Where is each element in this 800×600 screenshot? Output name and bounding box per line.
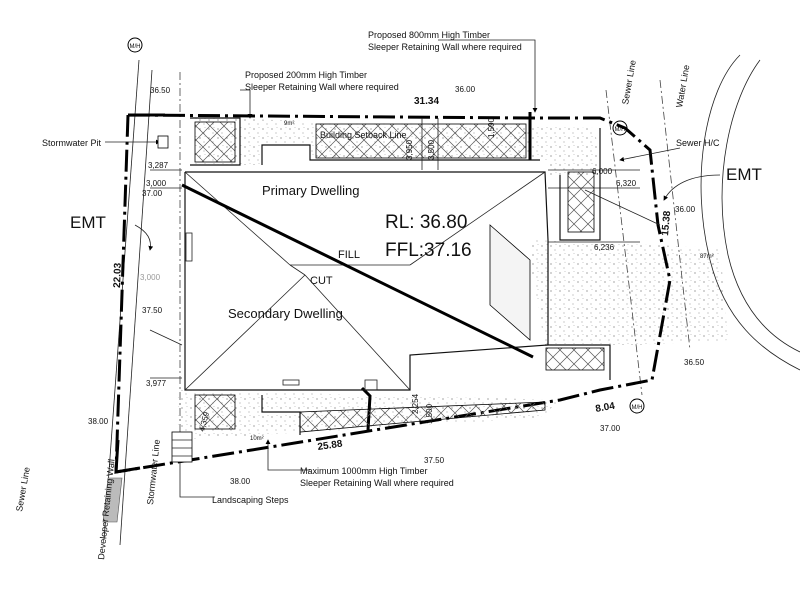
stormwater-pit-icon xyxy=(157,135,169,149)
dim-right: 15.38 xyxy=(660,210,673,236)
dim-1500-bottom: 1,500 xyxy=(425,403,434,424)
svg-text:M/H: M/H xyxy=(615,127,626,133)
label-wall-200-b: Sleeper Retaining Wall where required xyxy=(245,82,399,92)
level-3800-left: 38.00 xyxy=(88,417,109,426)
label-landscaping-steps: Landscaping Steps xyxy=(212,495,289,505)
area-10: 10m² xyxy=(250,436,264,442)
label-sewer-line-left: Sewer Line xyxy=(14,466,32,512)
landscaping-steps-icon xyxy=(171,431,193,463)
dim-2254: 2,254 xyxy=(411,393,420,414)
label-emt-left: EMT xyxy=(70,213,106,232)
dim-3950: 3,950 xyxy=(405,139,414,160)
dim-bottom-right: 8.04 xyxy=(595,401,617,415)
label-primary-dwelling: Primary Dwelling xyxy=(262,183,360,198)
level-3600-right: 36.00 xyxy=(675,205,696,214)
svg-text:M/H: M/H xyxy=(130,44,141,50)
dim-6320: 6,320 xyxy=(616,179,637,188)
dim-1500-top: 1,500 xyxy=(487,117,496,138)
label-fill: FILL xyxy=(338,249,360,261)
label-stormwater-line: Stormwater Line xyxy=(145,439,162,505)
dim-3000-ghost: 3,000 xyxy=(140,273,161,282)
dim-3977: 3,977 xyxy=(146,379,167,388)
property-boundary xyxy=(114,113,672,474)
area-9: 9m² xyxy=(284,121,294,127)
water-line xyxy=(659,79,691,351)
level-3650: 36.50 xyxy=(150,86,171,95)
label-cut: CUT xyxy=(310,275,333,287)
sewer-line-right xyxy=(605,89,643,396)
road-curve-inner xyxy=(721,59,800,353)
label-water-line: Water Line xyxy=(674,64,691,108)
level-3650-right: 36.50 xyxy=(684,358,705,367)
label-wall-1000-b: Sleeper Retaining Wall where required xyxy=(300,478,454,488)
manhole-icon: M/H xyxy=(127,37,143,53)
stormwater-line xyxy=(119,69,153,546)
level-3800-bottom: 38.00 xyxy=(230,477,251,486)
label-wall-1000: Maximum 1000mm High Timber xyxy=(300,466,428,476)
retaining-wall-left xyxy=(114,439,141,474)
bed-outline xyxy=(559,128,601,241)
label-wall-800-b: Sleeper Retaining Wall where required xyxy=(368,42,522,52)
label-emt-right: EMT xyxy=(726,165,762,184)
setback-dimension-lines xyxy=(149,118,661,379)
area-87: 87m² xyxy=(700,254,714,260)
label-wall-200: Proposed 200mm High Timber xyxy=(245,70,367,80)
level-3700: 37.00 xyxy=(142,189,163,198)
svg-text:M/H: M/H xyxy=(632,405,643,411)
level-3750-bottom: 37.50 xyxy=(424,456,445,465)
dim-top: 31.34 xyxy=(414,96,439,107)
landscape-dotted-areas xyxy=(178,118,728,440)
label-sewer-line-top: Sewer Line xyxy=(620,59,638,105)
label-secondary-dwelling: Secondary Dwelling xyxy=(228,306,343,321)
dim-6236: 6,236 xyxy=(594,243,615,252)
road-curve xyxy=(700,54,800,371)
dim-3000: 3,000 xyxy=(146,179,167,188)
dim-left: 22.03 xyxy=(112,262,124,288)
label-rl: RL: 36.80 xyxy=(385,212,467,233)
label-wall-800: Proposed 800mm High Timber xyxy=(368,30,490,40)
bed-outline xyxy=(261,395,301,435)
level-3600: 36.00 xyxy=(455,85,476,94)
dim-3287: 3,287 xyxy=(148,161,169,170)
manhole-icon: M/H xyxy=(629,398,645,414)
bed-outline xyxy=(545,344,611,380)
dim-bottom: 25.88 xyxy=(317,439,344,453)
dim-3500: 3,500 xyxy=(427,139,436,160)
bed-outline xyxy=(261,144,540,165)
developer-retaining-wall xyxy=(102,477,123,523)
label-sewer-hc: Sewer H/C xyxy=(676,138,720,148)
cut-fill-line xyxy=(181,183,534,359)
label-ffl: FFL:37.16 xyxy=(385,240,472,261)
label-stormwater-pit: Stormwater Pit xyxy=(42,138,102,148)
label-setback: Building Setback Line xyxy=(320,130,407,140)
hatched-garden-beds xyxy=(194,121,605,433)
level-3700-bottom: 37.00 xyxy=(600,424,621,433)
building-footprint xyxy=(184,171,549,391)
dim-6000: 6,000 xyxy=(592,167,613,176)
level-3750: 37.50 xyxy=(142,306,163,315)
bed-outline xyxy=(190,117,241,166)
